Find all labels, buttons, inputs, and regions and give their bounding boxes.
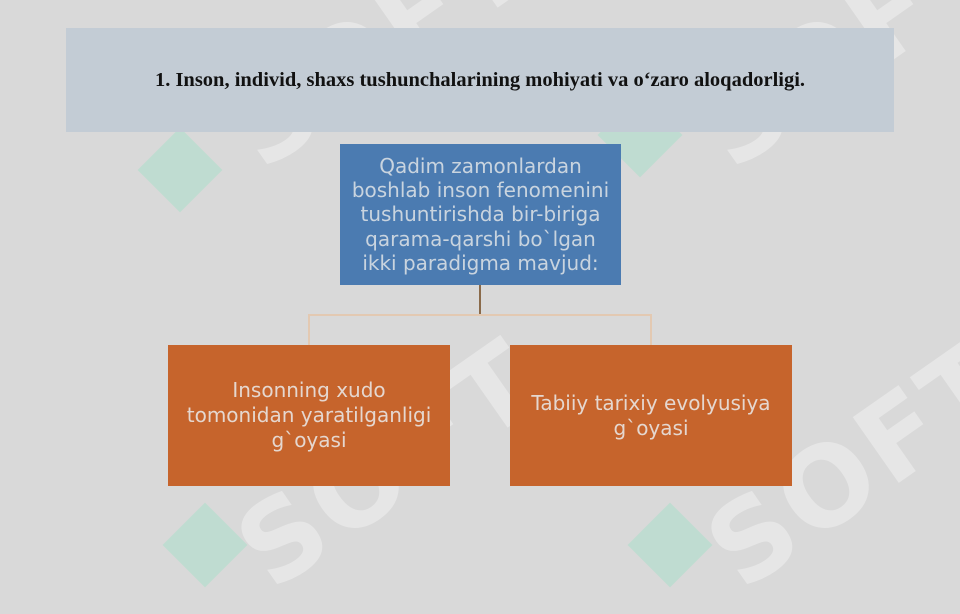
connector-right-drop — [650, 314, 652, 345]
diagram-child-text-left: Insonning xudo tomonidan yaratilganligi … — [186, 378, 432, 452]
diagram-root-box: Qadim zamonlardan boshlab inson fenomeni… — [340, 144, 621, 285]
connector-left-drop — [308, 314, 310, 345]
connector-horizontal — [308, 314, 652, 316]
diagram-child-box-left: Insonning xudo tomonidan yaratilganligi … — [168, 345, 450, 486]
diagram-child-box-right: Tabiiy tarixiy evolyusiya g`oyasi — [510, 345, 792, 486]
title-band: 1. Inson, individ, shaxs tushunchalarini… — [66, 28, 894, 132]
watermark-logo-shape — [137, 127, 223, 213]
connector-root-stem — [479, 285, 481, 315]
slide-title: 1. Inson, individ, shaxs tushunchalarini… — [154, 68, 806, 91]
diagram-child-text-right: Tabiiy tarixiy evolyusiya g`oyasi — [531, 390, 771, 440]
diagram-root-text: Qadim zamonlardan boshlab inson fenomeni… — [351, 153, 610, 276]
